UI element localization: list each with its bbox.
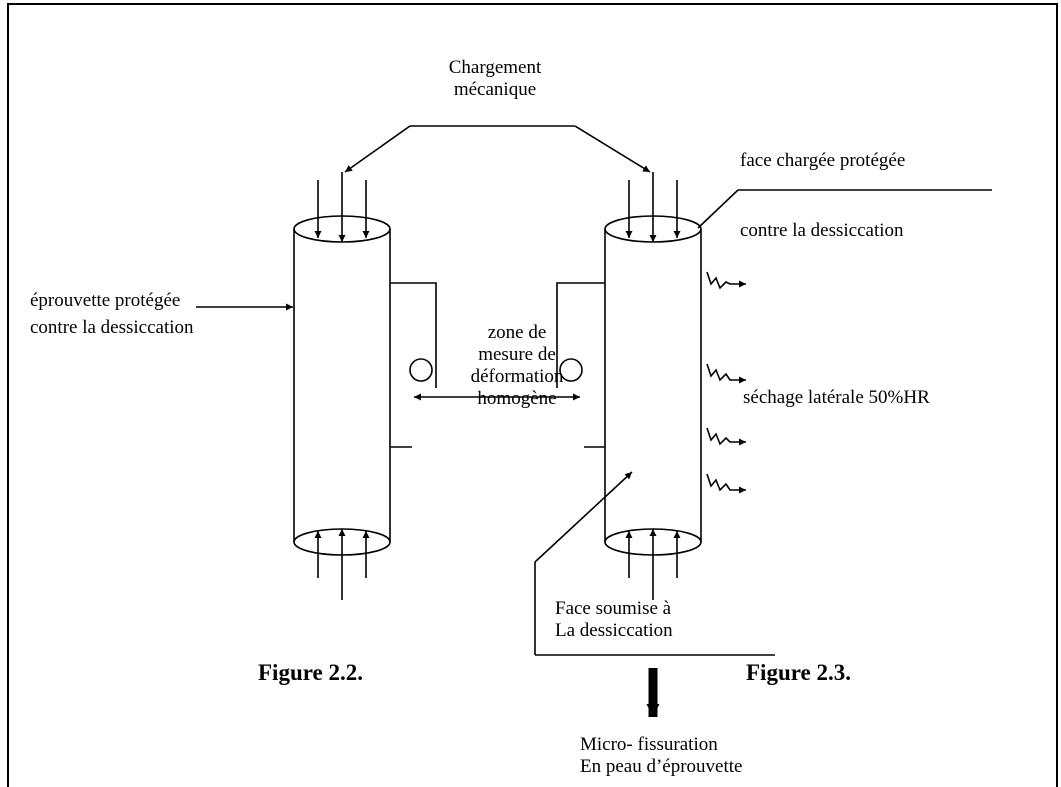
right-bottom-load-arrows [625, 529, 681, 600]
label-face-chargee-line1: face chargée protégée [740, 150, 906, 171]
right-top-load-arrows [625, 172, 681, 242]
label-micro-fissuration: Micro- fissuration En peau d’éprouvette [580, 734, 743, 777]
load-pointer-lines [344, 125, 651, 173]
frame-right-border [1056, 3, 1058, 787]
label-face-soumise: Face soumise à La dessiccation [555, 598, 673, 641]
right-specimen [604, 215, 702, 556]
label-chargement: Chargement mécanique [448, 57, 542, 100]
figure-2-3-caption: Figure 2.3. [746, 660, 851, 685]
face-soumise-pointer [534, 471, 775, 656]
left-specimen [293, 215, 391, 556]
drying-arrows [706, 271, 746, 494]
face-chargee-pointer [697, 189, 992, 229]
frame-left-border [7, 3, 9, 787]
label-eprouvette: éprouvette protégée contre la dessiccati… [30, 290, 194, 338]
left-bottom-load-arrows [314, 529, 370, 600]
frame-top-border [7, 3, 1058, 5]
right-gauge [556, 282, 605, 448]
label-sechage: séchage latérale 50%HR [743, 387, 930, 408]
figure-2-2-caption: Figure 2.2. [258, 660, 363, 685]
label-zone-mesure: zone de mesure de déformation homogène [470, 322, 564, 409]
label-face-chargee-line2: contre la dessiccation [740, 220, 904, 241]
left-gauge [390, 282, 437, 448]
left-top-load-arrows [314, 172, 370, 242]
